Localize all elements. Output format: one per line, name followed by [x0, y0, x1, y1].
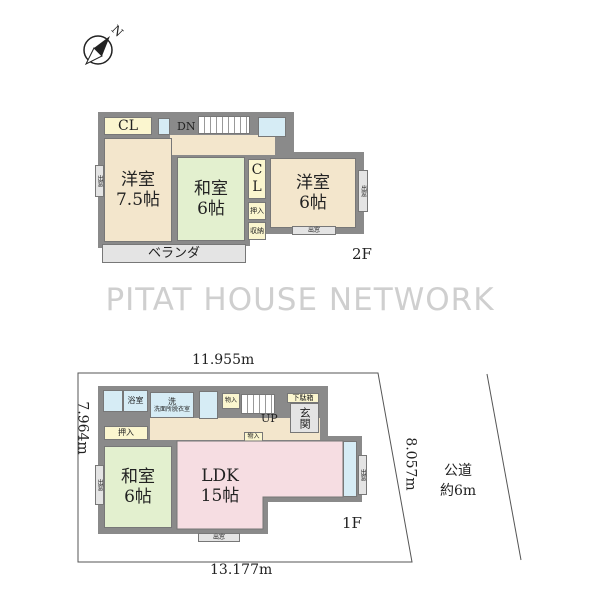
bay-window-1f-right: 出窓	[358, 455, 367, 495]
road-label: 公道	[444, 463, 472, 479]
down-label: DN	[177, 120, 196, 133]
bay-window-1f-left: 出窓	[95, 465, 104, 505]
road-width: 約6m	[440, 483, 477, 499]
compass-icon	[83, 35, 113, 66]
storage-1f-1: 物入	[222, 393, 240, 409]
oshiire-2f: 押入	[248, 202, 266, 220]
bay-window-2f-bottom: 出窓	[292, 226, 336, 235]
watermark: PITAT HOUSE NETWORK	[105, 282, 495, 318]
veranda: ベランダ	[102, 244, 246, 263]
bay-window-2f-left: 出窓	[95, 165, 104, 197]
closet-2f-2: C L	[248, 159, 266, 199]
bathroom: 浴室	[123, 390, 148, 412]
stairs-1f	[241, 394, 275, 414]
lot-bottom-dimension: 13.177m	[210, 562, 273, 578]
toilet-2f	[258, 117, 286, 137]
entrance: 玄関	[290, 403, 319, 433]
shoe-cabinet: 下駄箱	[287, 393, 319, 403]
floor-1-label: 1F	[342, 514, 362, 532]
lot-top-dimension: 11.955m	[192, 352, 255, 368]
storage-2f: 収納	[248, 222, 266, 240]
compass: N	[80, 22, 126, 68]
bay-window-2f-right: 出窓	[358, 170, 368, 212]
kitchen	[343, 441, 357, 497]
oshiire-1f: 押入	[104, 426, 148, 440]
bathtub	[103, 390, 123, 412]
sink-2f	[158, 118, 170, 135]
floor-2-label: 2F	[352, 245, 372, 263]
up-label: UP	[261, 412, 278, 425]
closet-2f-1: CL	[104, 117, 152, 135]
toilet-1f	[199, 391, 218, 419]
washroom: 洗洗面所脱衣室	[150, 392, 194, 418]
stairs-2f	[198, 116, 250, 134]
bay-window-1f-bottom: 出窓	[198, 533, 240, 542]
